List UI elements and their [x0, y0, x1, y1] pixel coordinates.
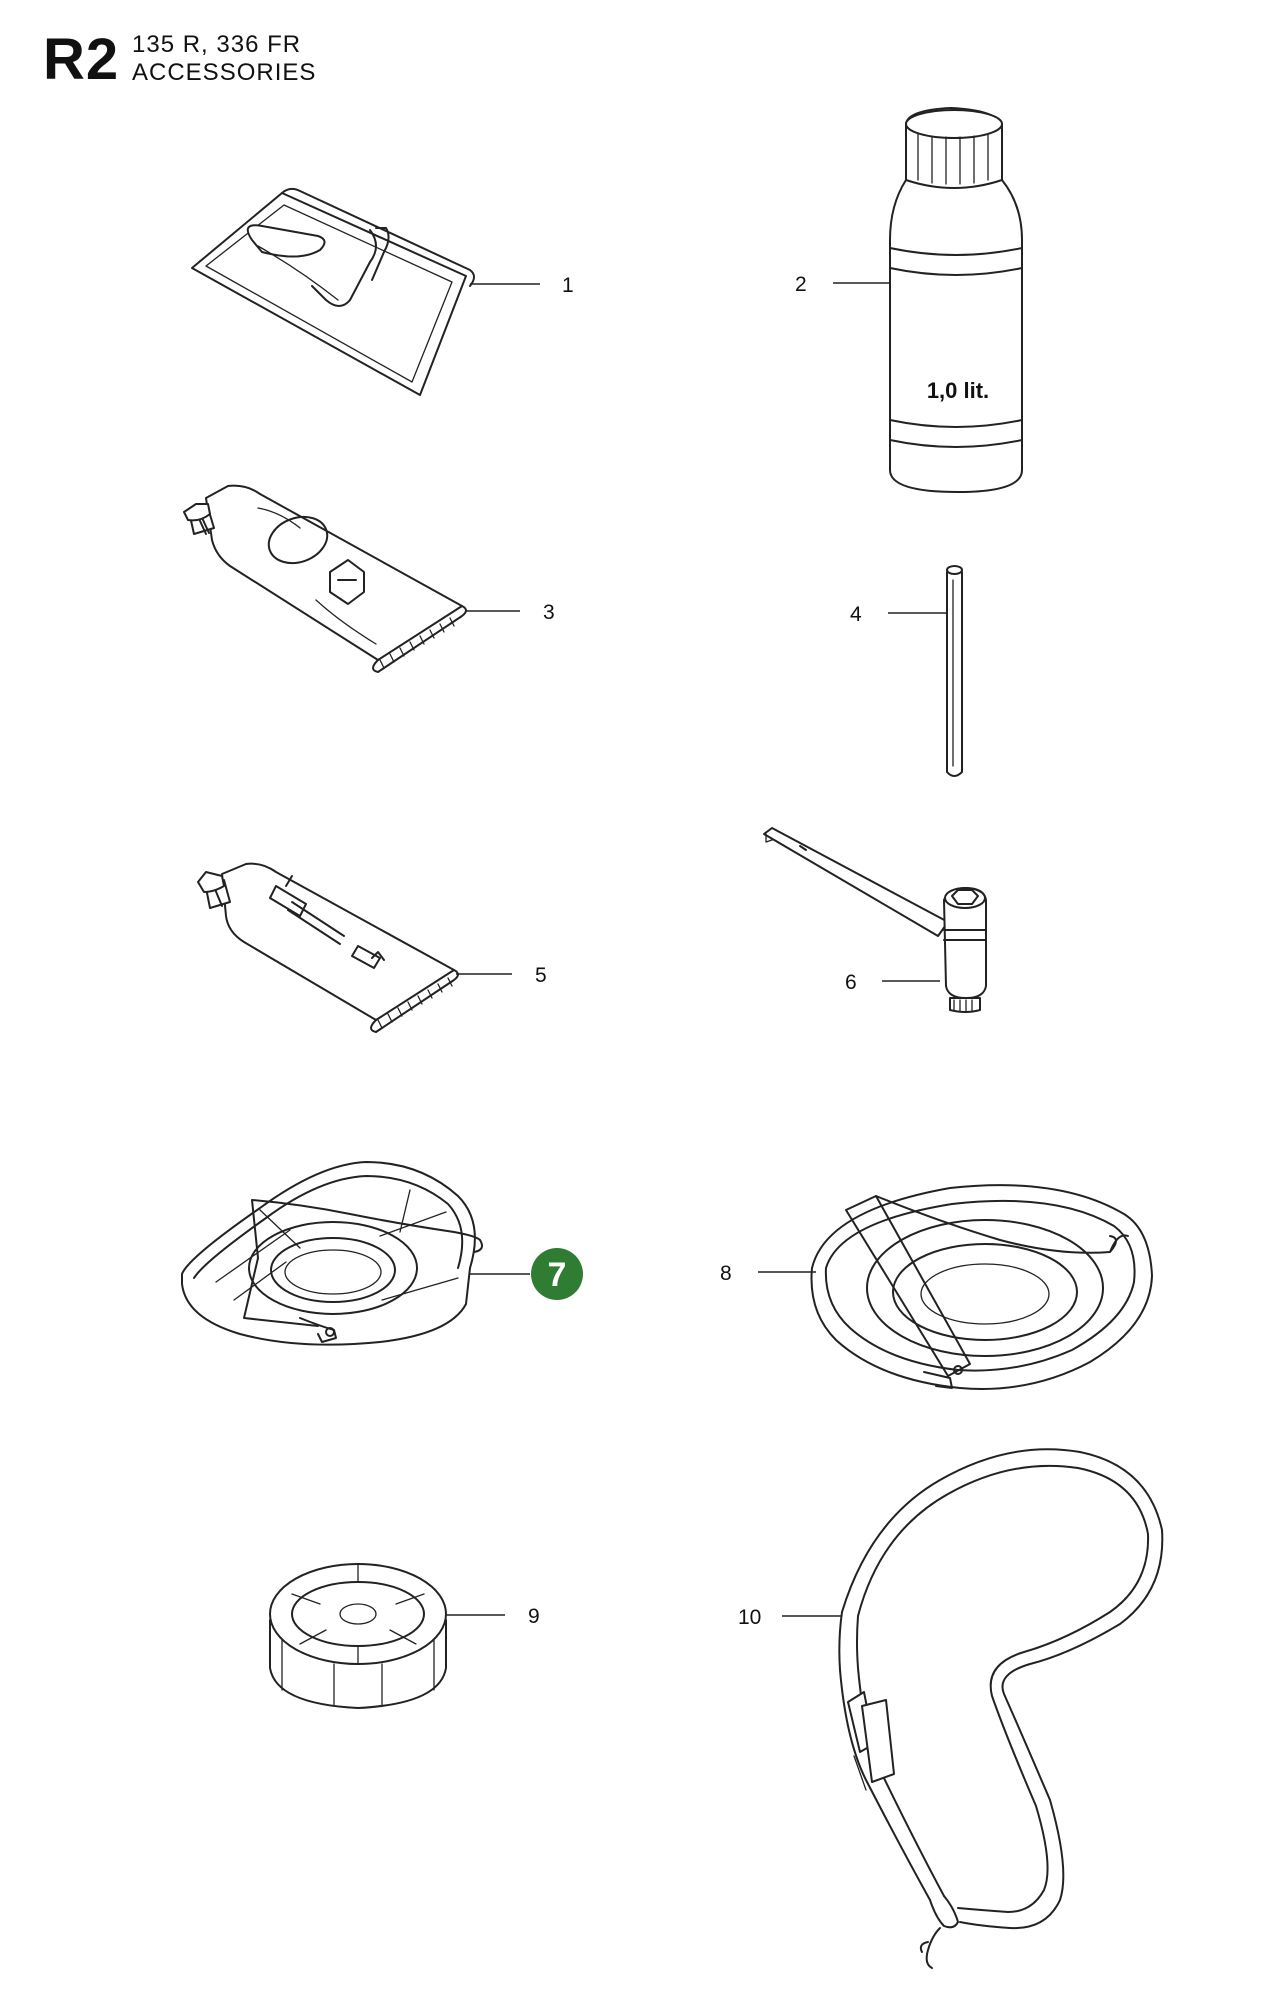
tool-bag: [191, 187, 475, 396]
locking-pin: [946, 565, 963, 777]
section-code: R2: [43, 27, 120, 92]
callout-7: 7: [548, 1256, 567, 1294]
support-cup-triangular: [181, 1161, 483, 1346]
callout-2: 2: [795, 273, 807, 296]
callout-3: 3: [543, 601, 555, 624]
callout-5: 5: [535, 964, 547, 987]
callout-10: 10: [738, 1606, 761, 1629]
callout-4: 4: [850, 603, 862, 626]
callout-6: 6: [845, 971, 857, 994]
grease-tube-large: [183, 484, 467, 673]
spacer-cup: [269, 1563, 447, 1709]
section-title: ACCESSORIES: [132, 59, 317, 86]
highlight-badge-7: 7: [531, 1248, 583, 1300]
callout-9: 9: [528, 1605, 540, 1628]
callout-8: 8: [720, 1262, 732, 1285]
bottle-volume-label: 1,0 lit.: [927, 378, 989, 403]
callout-1: 1: [562, 274, 574, 297]
combination-wrench: [763, 827, 987, 1013]
support-cup-round: [810, 1184, 1153, 1390]
harness-strap: [838, 1448, 1164, 1969]
model-list: 135 R, 336 FR: [132, 31, 302, 58]
oil-bottle: 1,0 lit.: [889, 107, 1023, 493]
grease-tube-small: [197, 862, 459, 1033]
